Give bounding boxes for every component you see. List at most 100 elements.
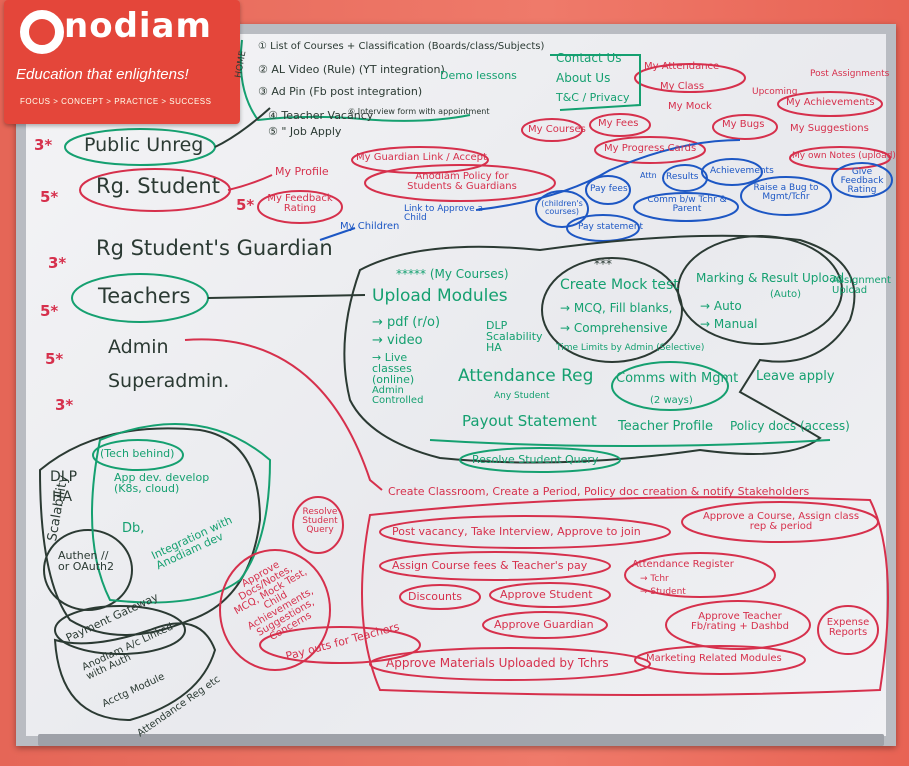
blob-teacher: [343, 234, 856, 464]
teacher-mcq: → MCQ, Fill blanks,: [560, 301, 673, 315]
oval-assign-fees: [379, 551, 611, 581]
teacher-comms: Comms with Mgmt: [616, 371, 739, 386]
arrow-teacher: [207, 294, 366, 299]
tech-authen: Authen // or OAuth2: [58, 549, 114, 573]
student-guardian-link: My Guardian Link / Accept: [356, 152, 487, 163]
oval-achievements: [701, 158, 763, 186]
student-my-mock: My Mock: [668, 101, 712, 112]
public-item-5: ⑤ " Job Apply: [268, 125, 342, 138]
teacher-auto-paren: (Auto): [770, 289, 802, 300]
blob-tech-green: [91, 423, 272, 604]
public-item-6: ⑥ Interview form with appointment: [348, 107, 490, 116]
role-stars: 5*: [40, 302, 59, 320]
oval-policy: [364, 164, 556, 202]
teacher-auto: → Auto: [700, 299, 742, 313]
admin-assign-fees: Assign Course fees & Teacher's pay: [392, 559, 588, 572]
public-item-4: ④ Teacher Vacancy: [268, 109, 374, 122]
teacher-live: → Live classes (online): [372, 351, 415, 386]
role-stars: 3*: [48, 254, 67, 272]
oval-resolve-query: [459, 447, 621, 473]
student-my-class: My Class: [660, 81, 705, 92]
tech-app-dev: App dev. develop (K8s, cloud): [114, 471, 210, 495]
student-my-feedback: My Feedback Rating: [267, 193, 333, 214]
teacher-two-ways: (2 ways): [650, 395, 693, 406]
oval-attendance-register: [624, 552, 776, 598]
teacher-upload-modules: Upload Modules: [372, 286, 508, 306]
teacher-attendance: Attendance Reg: [458, 366, 594, 386]
oval-create-mock: [541, 257, 683, 363]
blob-admin: [361, 496, 889, 696]
oval-guardian-link: [351, 146, 489, 174]
public-item-1: ① List of Courses + Classification (Boar…: [258, 41, 545, 52]
oval-comm: [633, 192, 739, 222]
role-superadmin: Superadmin.: [108, 370, 230, 392]
student-give-feedback: Give Feedback Rating: [840, 167, 884, 195]
oval-discounts: [399, 584, 481, 610]
student-my-profile: My Profile: [275, 165, 329, 178]
admin-expense: Expense Reports: [826, 617, 870, 638]
teacher-my-courses-tag: ***** (My Courses): [396, 267, 509, 281]
oval-my-bugs: [712, 114, 778, 140]
teacher-marking: Marking & Result Upload: [696, 271, 845, 285]
public-contact: Contact Us: [556, 51, 622, 65]
brand-strapline: FOCUS > CONCEPT > PRACTICE > SUCCESS: [20, 97, 212, 106]
oval-raise-bug: [740, 176, 832, 216]
oval-pay-statement: [566, 214, 640, 242]
oval-my-attendance: [634, 63, 746, 93]
role-admin: Admin: [108, 336, 169, 358]
teacher-payout: Payout Statement: [462, 412, 597, 430]
teacher-profile: Teacher Profile: [618, 419, 713, 434]
marker-tray: [38, 734, 884, 746]
student-stars: 5*: [236, 196, 255, 214]
student-my-achievements: My Achievements: [786, 97, 875, 108]
admin-student: → Student: [640, 587, 686, 597]
role-stars: 3*: [34, 136, 53, 154]
oval-approve-guardian: [482, 611, 608, 639]
public-list-bracket: [239, 39, 471, 122]
student-my-notes: My own Notes (upload): [792, 151, 896, 161]
oval-marking: [677, 235, 843, 345]
oval-resolve-student: [292, 496, 344, 554]
admin-approve-teacher: Approve Teacher Fb/rating + Dashbd: [691, 611, 789, 632]
role-teachers: Teachers: [98, 284, 191, 308]
oval-marketing: [634, 645, 806, 675]
arrow-public: [214, 107, 271, 148]
admin-approve-course: Approve a Course, Assign class rep & per…: [702, 511, 860, 532]
teacher-resolve: Resolve Student Query: [472, 453, 599, 466]
student-pay-statement: Pay statement: [578, 222, 644, 232]
student-my-attendance: My Attendance: [644, 61, 720, 72]
teacher-any-student: Any Student: [494, 391, 550, 401]
role-stars: 5*: [40, 188, 59, 206]
brand-name: nodiam: [64, 6, 212, 46]
admin-post-vacancy: Post vacancy, Take Interview, Approve to…: [392, 525, 641, 538]
arrow-admin: [184, 338, 383, 491]
admin-create-classroom: Create Classroom, Create a Period, Polic…: [388, 485, 810, 498]
arrow-guardian: [319, 227, 356, 241]
brand-banner: nodiam Education that enlightens! FOCUS …: [4, 0, 240, 124]
student-pay-fees: Pay fees: [590, 184, 628, 194]
admin-discounts: Discounts: [408, 590, 463, 603]
admin-approve-guardian: Approve Guardian: [494, 618, 594, 631]
public-demo: Demo lessons: [440, 69, 517, 82]
teacher-comprehensive: → Comprehensive: [560, 321, 668, 335]
student-results: Results: [666, 172, 699, 182]
blob-bottom: [53, 622, 217, 722]
underline-teacher-rows: [429, 439, 831, 447]
public-item-2: ② AL Video (Rule) (YT integration): [258, 63, 445, 76]
oval-approve-student: [489, 582, 611, 608]
brand-tagline: Education that enlightens!: [16, 66, 189, 83]
admin-attendance-register: Attendance Register: [632, 559, 734, 570]
student-post: Post Assignments: [810, 69, 890, 79]
role-stars: 5*: [45, 350, 64, 368]
student-my-fees: My Fees: [598, 118, 639, 129]
student-my-suggestions: My Suggestions: [790, 123, 869, 134]
student-my-progress: My Progress Cards: [604, 143, 697, 154]
oval-pay-fees: [585, 175, 631, 205]
teacher-policy-docs: Policy docs (access): [730, 419, 850, 433]
tech-behind: (Tech behind): [100, 447, 175, 460]
arrow-blue-top: [475, 139, 741, 211]
public-item-3: ③ Ad Pin (Fb post integration): [258, 85, 423, 98]
student-my-bugs: My Bugs: [722, 119, 765, 130]
student-children-courses: (children's courses): [541, 199, 583, 216]
